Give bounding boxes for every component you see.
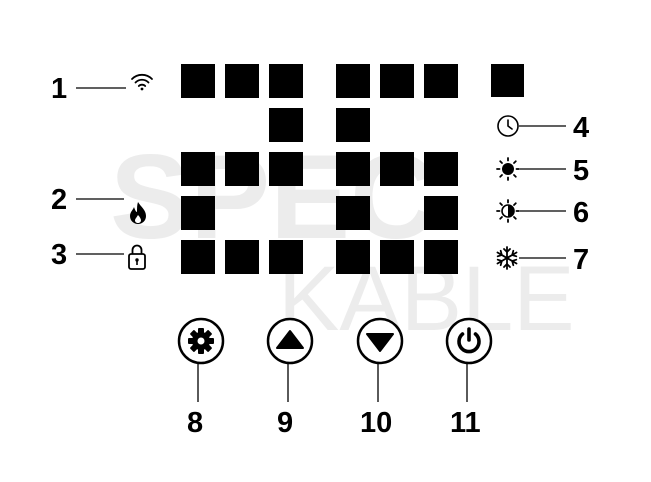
segment-display (181, 64, 524, 274)
snowflake-icon (496, 246, 518, 270)
segment-block (181, 152, 215, 186)
segment-block (336, 152, 370, 186)
segment-block (269, 240, 303, 274)
callout-2: 2 (51, 184, 146, 224)
callout-number: 6 (573, 197, 589, 229)
segment-block (181, 196, 215, 230)
segment-block (424, 196, 458, 230)
segment-block (336, 240, 370, 274)
degree-block (491, 64, 524, 97)
flame-icon (130, 202, 146, 224)
lock-icon (128, 244, 146, 270)
arrow-down-icon (366, 333, 394, 352)
callout-number: 7 (573, 244, 589, 276)
callout-8: 8 (177, 317, 225, 439)
callout-number: 4 (573, 112, 589, 144)
callout-number: 8 (187, 407, 203, 439)
wifi-icon (131, 73, 153, 91)
callout-number: 9 (277, 407, 293, 439)
power-icon (457, 327, 481, 354)
callout-number: 3 (51, 239, 67, 271)
segment-block (269, 108, 303, 142)
callout-number: 10 (360, 407, 392, 439)
gear-icon (188, 328, 214, 354)
callout-9: 9 (266, 317, 314, 439)
segment-block (181, 64, 215, 98)
half-sun-icon (496, 199, 520, 223)
callout-number: 5 (573, 155, 589, 187)
segment-block (380, 152, 414, 186)
segment-block (380, 240, 414, 274)
segment-block (225, 240, 259, 274)
segment-block (424, 64, 458, 98)
sun-icon (496, 157, 520, 181)
segment-block (336, 108, 370, 142)
segment-block (336, 196, 370, 230)
callout-1: 1 (51, 73, 153, 105)
clock-icon (497, 115, 519, 137)
power-button[interactable] (445, 317, 493, 365)
callout-number: 11 (450, 407, 481, 439)
callout-11: 11 (445, 317, 493, 439)
callout-number: 1 (51, 73, 67, 105)
segment-block (424, 240, 458, 274)
settings-button[interactable] (177, 317, 225, 365)
segment-block (269, 64, 303, 98)
segment-block (225, 64, 259, 98)
segment-block (269, 152, 303, 186)
up-button[interactable] (266, 317, 314, 365)
display-digit-2 (336, 64, 458, 274)
callout-3: 3 (51, 239, 146, 271)
display-digit-1 (181, 64, 303, 274)
callout-6: 6 (496, 197, 589, 229)
segment-block (424, 152, 458, 186)
segment-block (181, 240, 215, 274)
segment-block (225, 152, 259, 186)
down-button[interactable] (356, 317, 404, 365)
callout-10: 10 (356, 317, 404, 439)
segment-block (380, 64, 414, 98)
segment-block (336, 64, 370, 98)
arrow-up-icon (276, 330, 304, 349)
callout-7: 7 (496, 244, 589, 276)
callout-number: 2 (51, 184, 67, 216)
callout-5: 5 (496, 155, 589, 187)
callout-4: 4 (497, 112, 589, 144)
